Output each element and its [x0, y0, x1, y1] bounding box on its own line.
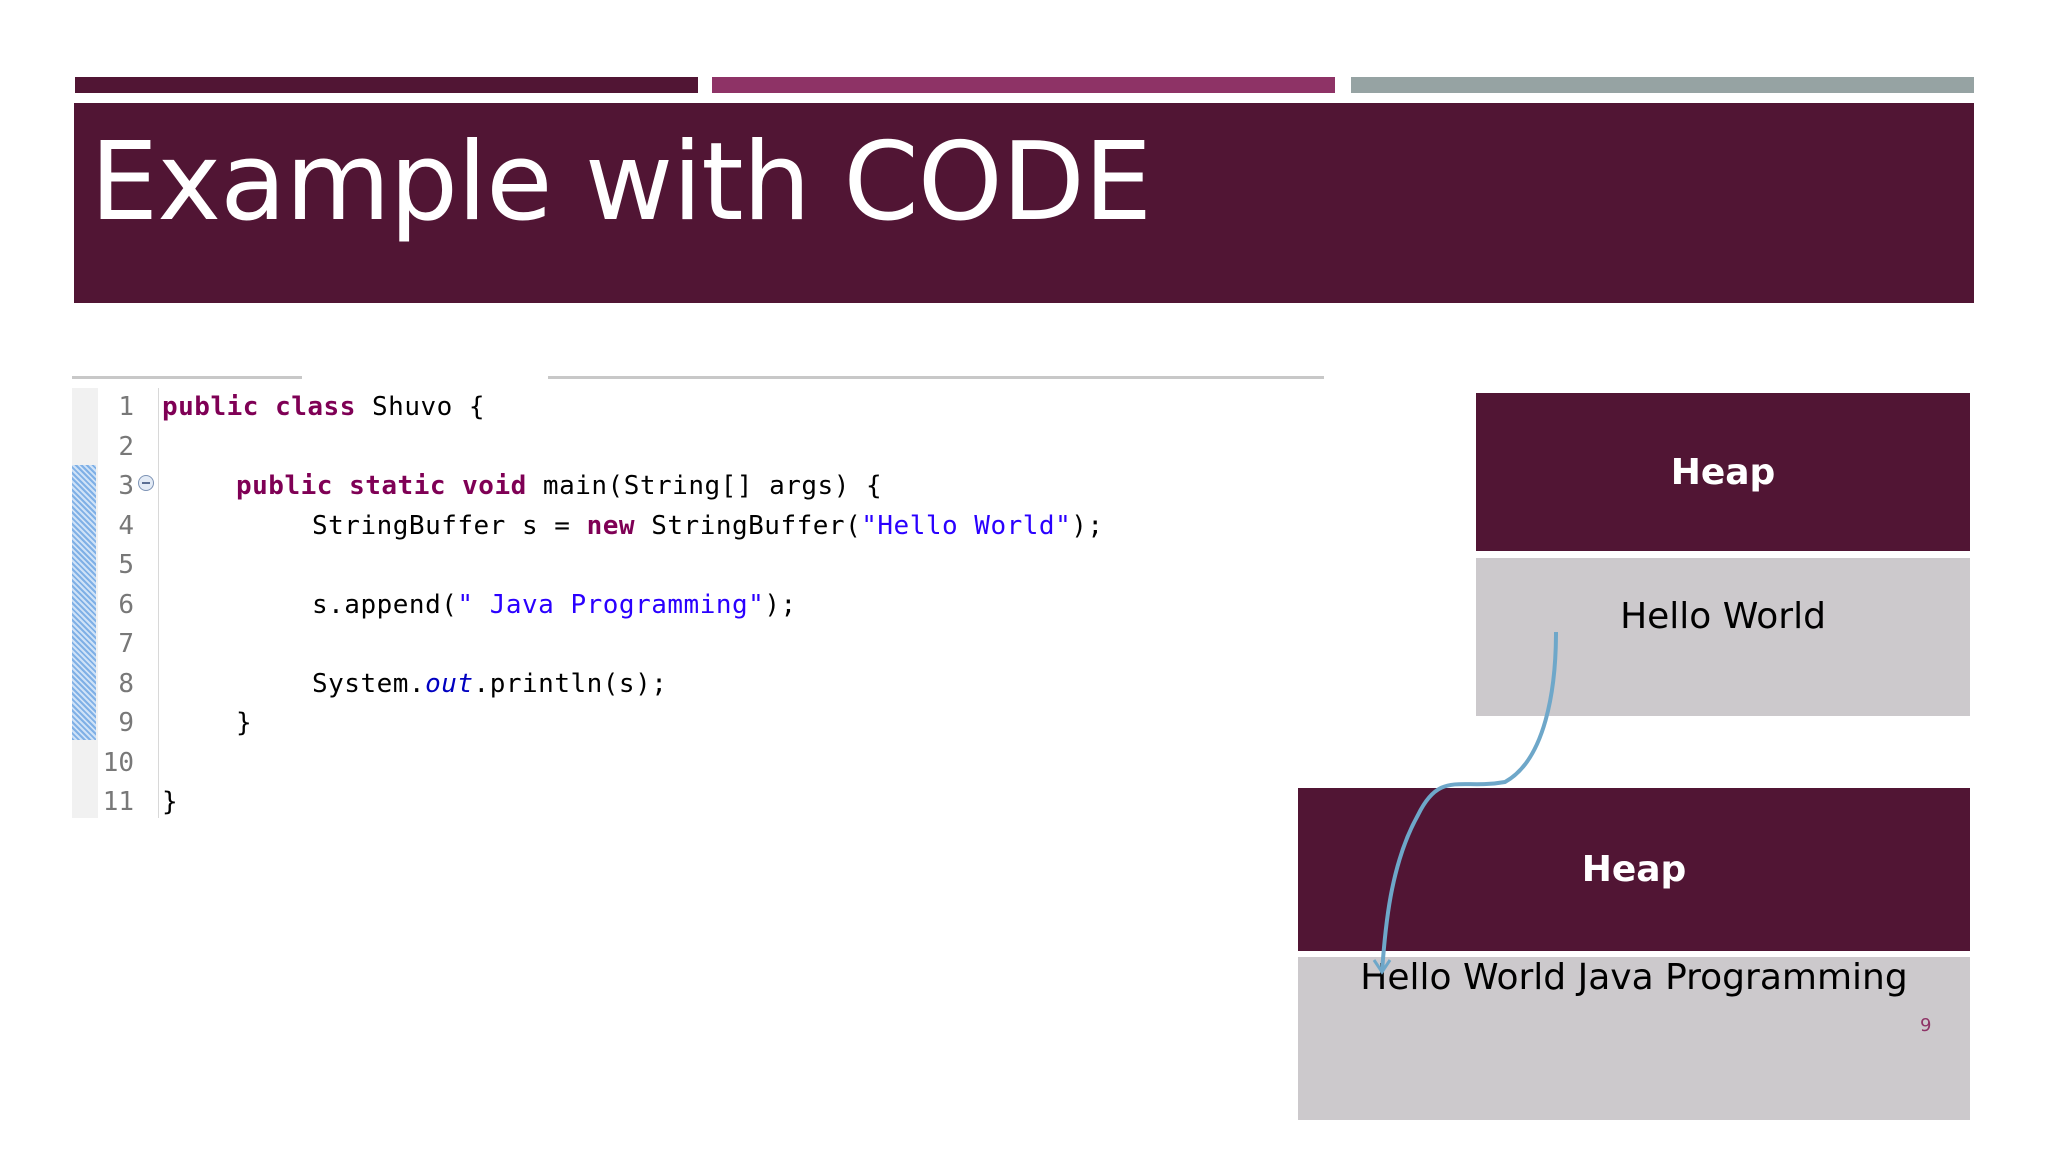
- line-number: 10: [102, 747, 134, 778]
- heap-header-after: Heap: [1298, 788, 1970, 951]
- page-number: 9: [1920, 1015, 1932, 1036]
- line-number: 4: [118, 510, 134, 541]
- code-text: StringBuffer(: [635, 510, 862, 541]
- line-number: 9: [118, 708, 134, 738]
- slide-title: Example with CODE: [90, 120, 1152, 245]
- code-text: }: [162, 787, 179, 817]
- code-line: 9 }: [72, 704, 1252, 743]
- line-number: 5: [118, 550, 134, 580]
- code-text: );: [764, 589, 797, 620]
- string-literal: " Java Programming": [457, 589, 765, 620]
- keyword: public: [162, 392, 259, 422]
- accent-bar-magenta: [712, 77, 1335, 93]
- collapse-icon[interactable]: [138, 475, 154, 491]
- code-editor-screenshot: 1 public class Shuvo { 2 3 public static…: [72, 370, 1324, 1150]
- line-number: 7: [118, 629, 134, 659]
- line-number: 1: [118, 392, 134, 422]
- heap-header-before: Heap: [1476, 393, 1970, 551]
- code-line: 8 System.out.println(s);: [72, 665, 1252, 704]
- code-line: 10: [72, 744, 1252, 783]
- accent-bar-gray: [1351, 77, 1974, 93]
- string-literal: "Hello World": [861, 510, 1072, 541]
- code-text: );: [1071, 510, 1104, 541]
- accent-bar-dark: [75, 77, 698, 93]
- editor-top-rule: [548, 376, 1324, 379]
- keyword: public: [236, 471, 333, 501]
- line-number: 8: [118, 668, 134, 699]
- code-text: System.: [312, 668, 426, 699]
- heap-value-label: Hello World: [1620, 596, 1826, 637]
- code-text: }: [236, 708, 253, 738]
- keyword: void: [462, 471, 527, 501]
- code-line: 5: [72, 546, 1252, 585]
- heap-body-after: Hello World Java Programming: [1298, 957, 1970, 1120]
- code-text: .println(s);: [473, 668, 668, 699]
- change-marker: [72, 465, 96, 740]
- editor-top-rule: [72, 376, 302, 379]
- heap-value-label: Hello World Java Programming: [1360, 957, 1908, 998]
- heap-header-label: Heap: [1670, 451, 1776, 493]
- heap-header-label: Heap: [1581, 849, 1687, 890]
- title-banner: Example with CODE: [74, 103, 1974, 303]
- code-line: 11 }: [72, 783, 1252, 822]
- line-number: 6: [118, 589, 134, 620]
- keyword: static: [349, 471, 446, 501]
- code-text: Shuvo {: [355, 392, 486, 422]
- line-number: 3: [118, 471, 134, 501]
- static-field: out: [425, 668, 474, 699]
- code-text: StringBuffer s =: [312, 510, 587, 541]
- code-line: 6 s.append(" Java Programming");: [72, 586, 1252, 625]
- code-text: s.append(: [312, 589, 458, 620]
- keyword: class: [275, 392, 356, 422]
- code-line: 1 public class Shuvo {: [72, 388, 1252, 427]
- code-line: 3 public static void main(String[] args)…: [72, 467, 1252, 506]
- heap-body-before: Hello World: [1476, 558, 1970, 716]
- code-line: 7: [72, 625, 1252, 664]
- code-line: 4 StringBuffer s = new StringBuffer("Hel…: [72, 507, 1252, 546]
- code-text: main(String[] args) {: [526, 471, 883, 501]
- line-number: 11: [102, 787, 134, 817]
- line-number: 2: [118, 431, 134, 462]
- gutter-separator: [158, 388, 159, 818]
- keyword: new: [586, 510, 636, 541]
- code-line: 2: [72, 428, 1252, 467]
